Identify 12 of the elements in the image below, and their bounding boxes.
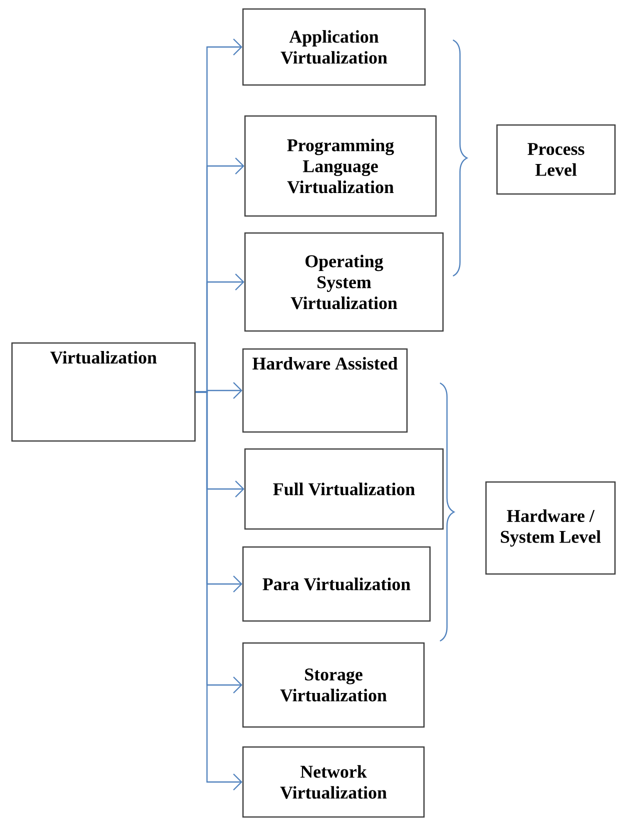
process-box: Full Virtualization: [244, 448, 444, 530]
process-box: Application Virtualization: [242, 8, 426, 86]
level-box: Process Level: [496, 124, 616, 195]
level-box: Hardware / System Level: [485, 481, 616, 575]
process-box: Hardware Assisted: [242, 348, 408, 433]
process-box: Operating System Virtualization: [244, 232, 444, 332]
process-box: Network Virtualization: [242, 746, 425, 818]
process-box: Programming Language Virtualization: [244, 115, 437, 217]
process-box: Storage Virtualization: [242, 642, 425, 728]
root-box: Virtualization: [11, 342, 196, 442]
process-box: Para Virtualization: [242, 546, 431, 622]
arrow: [196, 391, 242, 790]
